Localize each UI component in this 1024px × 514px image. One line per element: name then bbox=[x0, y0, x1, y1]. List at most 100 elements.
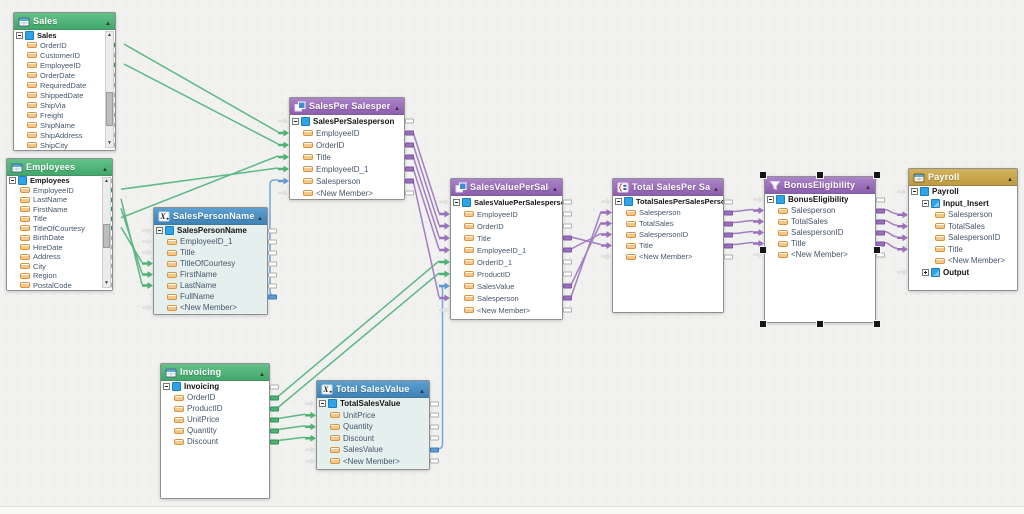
node-header[interactable]: Invoicing bbox=[161, 364, 269, 381]
field-row[interactable]: City bbox=[7, 262, 112, 272]
output-port[interactable] bbox=[876, 230, 885, 235]
output-port[interactable] bbox=[405, 166, 414, 172]
field-row[interactable]: OrderDate bbox=[14, 70, 115, 80]
output-port[interactable] bbox=[430, 435, 439, 441]
output-port[interactable] bbox=[563, 283, 572, 289]
connection-line[interactable] bbox=[412, 143, 440, 226]
selection-handle[interactable] bbox=[873, 245, 881, 254]
selection-handle[interactable] bbox=[873, 320, 881, 328]
field-row[interactable]: <New Member> bbox=[439, 304, 572, 316]
field-row[interactable]: ShipVia bbox=[14, 100, 115, 110]
node-total-sales-value[interactable]: X Total SalesValue TotalSalesValue bbox=[305, 380, 439, 470]
node-salesperson-name[interactable]: X SalesPersonName SalesPersonName bbox=[142, 207, 277, 315]
selection-handle[interactable] bbox=[816, 320, 824, 328]
input-port[interactable] bbox=[439, 258, 450, 266]
connection-line[interactable] bbox=[412, 131, 440, 214]
field-row[interactable]: Salesperson bbox=[897, 209, 1017, 221]
output-port[interactable] bbox=[563, 295, 572, 301]
connection-line[interactable] bbox=[277, 413, 306, 420]
node-header[interactable]: X SalesPersonName bbox=[154, 208, 267, 225]
collapse-arrow-icon[interactable] bbox=[713, 178, 719, 196]
input-port[interactable] bbox=[897, 245, 908, 253]
input-port[interactable] bbox=[753, 229, 764, 236]
expander-icon[interactable] bbox=[615, 198, 622, 205]
connection-line[interactable] bbox=[120, 226, 143, 263]
field-row[interactable]: <New Member> bbox=[305, 456, 439, 468]
input-port[interactable] bbox=[142, 304, 153, 311]
input-port[interactable] bbox=[753, 196, 764, 203]
input-port[interactable] bbox=[142, 260, 153, 267]
node-header[interactable]: Employees bbox=[7, 159, 112, 176]
field-row[interactable]: Payroll bbox=[897, 186, 1017, 198]
output-port[interactable] bbox=[876, 219, 885, 224]
connection-line[interactable] bbox=[570, 236, 602, 246]
field-row[interactable]: Output bbox=[897, 267, 1017, 279]
input-port[interactable] bbox=[305, 400, 316, 408]
field-row[interactable]: RequiredDate bbox=[14, 80, 115, 90]
input-port[interactable] bbox=[439, 222, 450, 230]
output-port[interactable] bbox=[563, 223, 572, 229]
connection-line[interactable] bbox=[277, 436, 306, 442]
expander-icon[interactable] bbox=[453, 198, 460, 206]
field-row[interactable]: Invoicing bbox=[161, 381, 279, 392]
node-header[interactable]: Sales bbox=[14, 13, 115, 30]
field-row[interactable]: TitleOfCourtesy bbox=[7, 224, 112, 234]
field-row[interactable]: ShipAddress bbox=[14, 130, 115, 140]
output-port[interactable] bbox=[405, 130, 414, 136]
selection-handle[interactable] bbox=[759, 171, 767, 179]
node-invoicing[interactable]: Invoicing Invoicing OrderID bbox=[160, 363, 279, 499]
output-port[interactable] bbox=[430, 458, 439, 464]
input-port[interactable] bbox=[601, 242, 612, 249]
input-port[interactable] bbox=[897, 268, 908, 276]
output-port[interactable] bbox=[270, 428, 279, 433]
selection-handle[interactable] bbox=[873, 171, 881, 179]
input-port[interactable] bbox=[897, 234, 908, 242]
input-port[interactable] bbox=[142, 227, 153, 234]
output-port[interactable] bbox=[268, 272, 277, 277]
output-port[interactable] bbox=[724, 232, 733, 237]
field-row[interactable]: EmployeeID_1 bbox=[439, 244, 572, 256]
field-row[interactable]: <New Member> bbox=[601, 251, 733, 262]
field-row[interactable]: TotalSales bbox=[897, 221, 1017, 233]
input-port[interactable] bbox=[439, 306, 450, 314]
field-row[interactable]: TotalSalesValue bbox=[305, 398, 439, 410]
collapse-arrow-icon[interactable] bbox=[1007, 168, 1013, 186]
field-row[interactable]: TotalSales bbox=[601, 218, 733, 229]
collapse-arrow-icon[interactable] bbox=[394, 97, 400, 115]
field-row[interactable]: UnitPrice bbox=[161, 414, 279, 425]
input-port[interactable] bbox=[439, 270, 450, 278]
field-row[interactable]: SalespersonID bbox=[897, 232, 1017, 244]
field-row[interactable]: HireDate bbox=[7, 243, 112, 253]
field-row[interactable]: BonusEligibility bbox=[753, 194, 885, 205]
input-port[interactable] bbox=[601, 209, 612, 216]
connection-line[interactable] bbox=[120, 198, 143, 285]
output-port[interactable] bbox=[430, 401, 439, 407]
field-row[interactable]: OrderID_1 bbox=[439, 256, 572, 268]
field-row[interactable]: TitleOfCourtesy bbox=[142, 258, 277, 269]
expander-icon[interactable] bbox=[163, 383, 170, 390]
expander-icon[interactable] bbox=[911, 188, 918, 196]
field-row[interactable]: SalesValue bbox=[305, 444, 439, 456]
field-row[interactable]: Sales bbox=[14, 30, 105, 40]
collapse-arrow-icon[interactable] bbox=[865, 176, 871, 194]
field-row[interactable]: Title bbox=[278, 151, 414, 163]
collapse-arrow-icon[interactable] bbox=[102, 158, 108, 176]
field-row[interactable]: OrderID bbox=[439, 220, 572, 232]
output-port[interactable] bbox=[876, 252, 885, 257]
scrollbar-thumb[interactable] bbox=[103, 223, 110, 248]
input-port[interactable] bbox=[439, 198, 450, 206]
output-port[interactable] bbox=[405, 190, 414, 196]
field-row[interactable]: Discount bbox=[161, 436, 279, 447]
field-row[interactable]: TotalSalesPerSalesPerson bbox=[601, 196, 733, 207]
output-port[interactable] bbox=[268, 294, 277, 299]
output-port[interactable] bbox=[563, 271, 572, 277]
field-row[interactable]: ProductID bbox=[161, 403, 279, 414]
output-port[interactable] bbox=[563, 307, 572, 313]
expander-icon[interactable] bbox=[292, 117, 299, 125]
output-port[interactable] bbox=[876, 208, 885, 213]
connection-line[interactable] bbox=[570, 211, 602, 298]
field-row[interactable]: PostalCode bbox=[7, 281, 112, 291]
field-row[interactable]: Salesperson bbox=[439, 292, 572, 304]
input-port[interactable] bbox=[305, 446, 316, 454]
